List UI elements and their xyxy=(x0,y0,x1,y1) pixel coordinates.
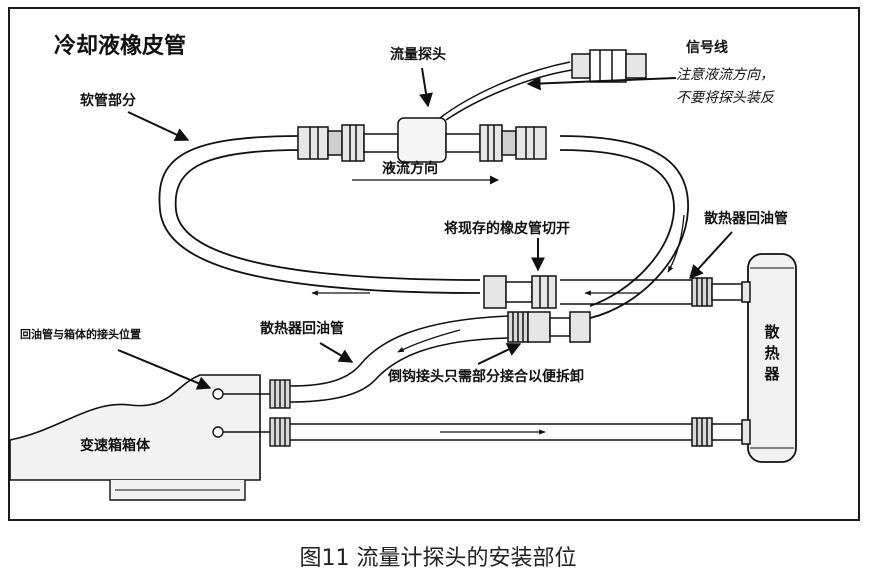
flow-meter-assembly xyxy=(297,117,547,163)
transmission-fittings xyxy=(212,379,291,447)
flow-arrows xyxy=(311,175,685,435)
label-flow-direction: 液流方向 xyxy=(382,161,438,177)
upper-return-hose xyxy=(483,275,751,309)
label-note-line1: 注意液流方向， xyxy=(676,67,774,83)
diagram-title: 冷却液橡皮管 xyxy=(54,34,187,59)
label-cut-hose: 将现存的橡皮管切开 xyxy=(444,221,570,237)
label-hose-section: 软管部分 xyxy=(80,93,136,109)
bottom-hose xyxy=(290,417,751,447)
leader-arrows xyxy=(117,67,733,390)
label-flow-probe: 流量探头 xyxy=(390,47,446,63)
label-note-line2: 不要将探头装反 xyxy=(676,90,774,106)
label-transmission-case: 变速箱箱体 xyxy=(80,438,150,454)
signal-wire xyxy=(439,49,647,121)
label-radiator-return-left: 散热器回油管 xyxy=(260,321,344,337)
label-radiator-return-right: 散热器回油管 xyxy=(704,211,788,227)
transmission-case xyxy=(9,374,261,501)
label-barb-fitting-note: 倒钩接头只需部分接合以便拆卸 xyxy=(388,369,584,385)
lower-return-hose xyxy=(289,315,509,403)
figure-caption: 图11 流量计探头的安装部位 xyxy=(299,546,577,571)
label-connection-position: 回油管与箱体的接头位置 xyxy=(20,328,141,341)
barb-fitting xyxy=(507,311,591,343)
label-radiator: 散热器 xyxy=(764,323,780,383)
label-signal-wire: 信号线 xyxy=(686,40,728,56)
hose-loop xyxy=(158,135,689,319)
radiator xyxy=(747,253,797,463)
